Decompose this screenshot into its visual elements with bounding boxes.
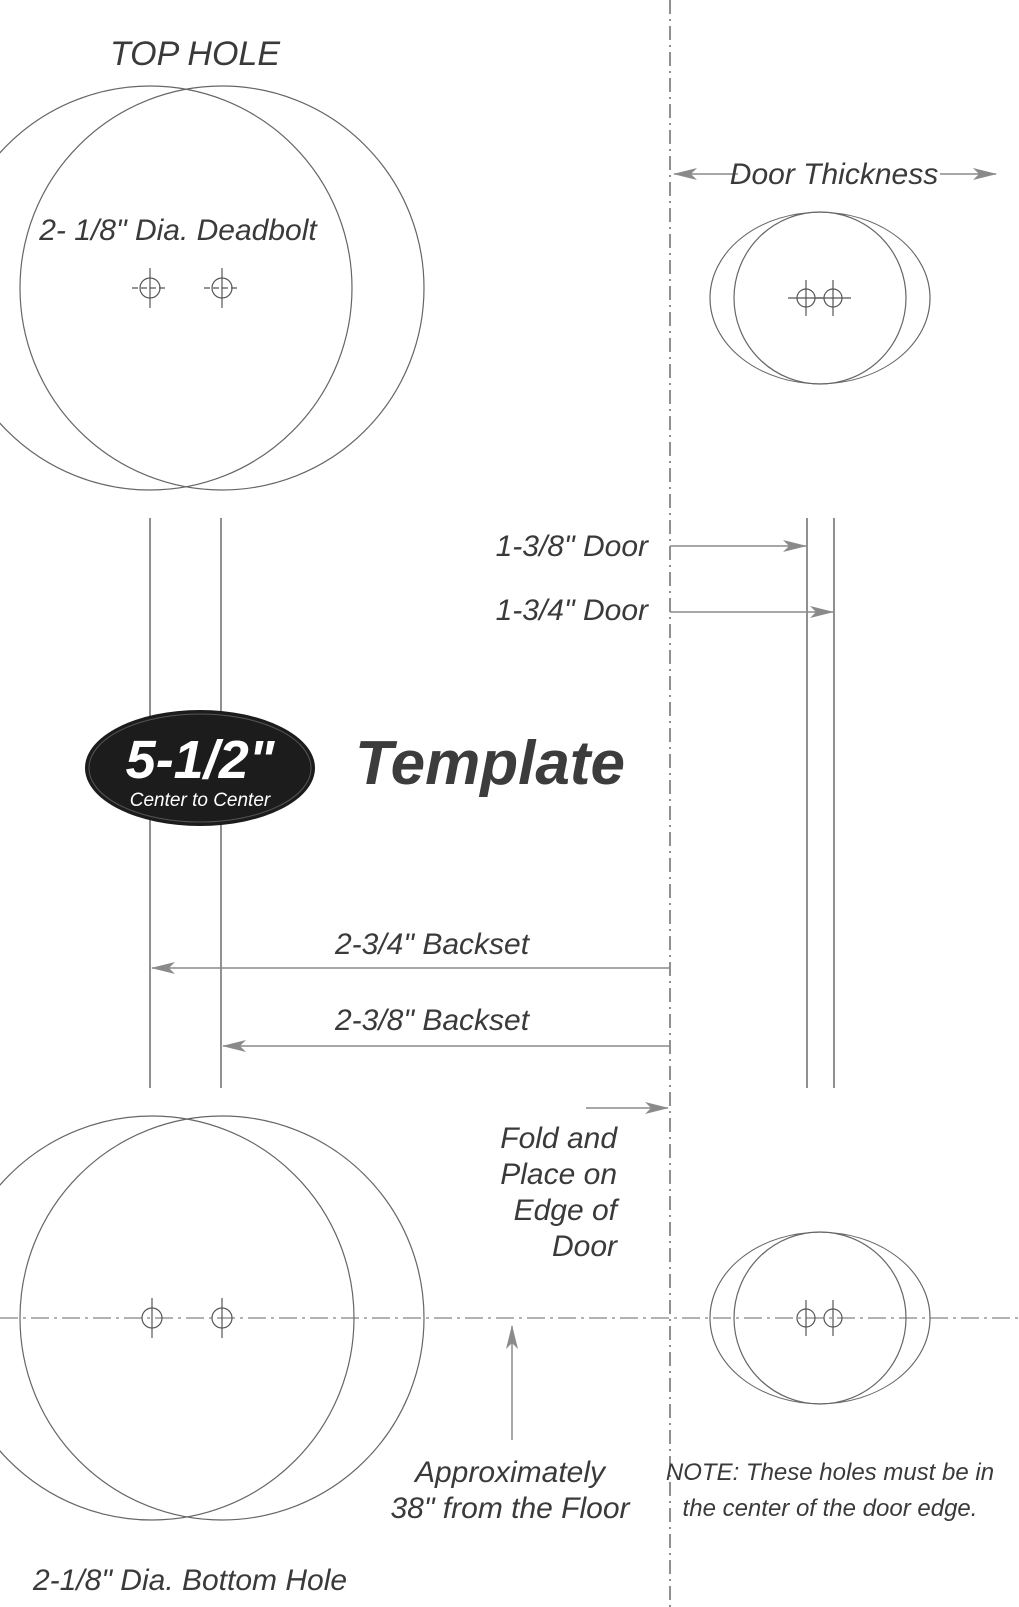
bottom-hole-circle-left xyxy=(0,1115,355,1521)
top-hole-label: TOP HOLE xyxy=(110,35,280,73)
edge-hole-top-inner xyxy=(733,211,907,385)
fold-line-1: Fold and xyxy=(500,1122,618,1155)
top-crosshair-left xyxy=(132,268,168,308)
top-hole-circles xyxy=(0,85,425,491)
backset-2-3-4-label: 2-3/4" Backset xyxy=(334,928,531,961)
bottom-crosshair-right xyxy=(211,1298,233,1338)
edge-hole-top-circles xyxy=(709,211,931,385)
bottom-hole-circle-right xyxy=(19,1115,425,1521)
top-crosshair-right xyxy=(204,268,240,308)
fold-line-4: Door xyxy=(552,1230,618,1263)
top-hole-circle-left xyxy=(0,85,353,491)
edge-hole-bottom-circles xyxy=(709,1231,931,1405)
deadbolt-label: 2- 1/8" Dia. Deadbolt xyxy=(38,214,318,247)
badge-main-text: 5-1/2" xyxy=(126,730,276,790)
door-1-3-4-label: 1-3/4" Door xyxy=(496,594,649,627)
badge-sub-text: Center to Center xyxy=(130,790,271,811)
backset-2-3-8-label: 2-3/8" Backset xyxy=(334,1004,531,1037)
approx-line-1: Approximately xyxy=(413,1456,607,1489)
edge-bottom-crosshair-left xyxy=(796,1300,816,1336)
door-thickness-label: Door Thickness xyxy=(730,158,938,191)
center-to-center-badge: 5-1/2" Center to Center xyxy=(85,710,315,826)
bottom-hole-label: 2-1/8" Dia. Bottom Hole xyxy=(32,1564,347,1597)
height-note: Approximately 38" from the Floor xyxy=(390,1456,630,1525)
fold-instructions: Fold and Place on Edge of Door xyxy=(500,1122,619,1263)
door-1-3-8-label: 1-3/8" Door xyxy=(496,530,649,563)
edge-hole-bottom-inner xyxy=(733,1231,907,1405)
edge-top-crosshair-right xyxy=(815,280,851,316)
approx-line-2: 38" from the Floor xyxy=(390,1492,630,1525)
fold-line-2: Place on xyxy=(500,1158,617,1191)
template-title: Template xyxy=(355,729,625,798)
note-line-2: the center of the door edge. xyxy=(683,1495,978,1522)
note-line-1: NOTE: These holes must be in xyxy=(666,1459,994,1486)
bottom-crosshair-left xyxy=(141,1298,163,1338)
edge-bottom-crosshair-right xyxy=(823,1300,843,1336)
top-hole-circle-right xyxy=(19,85,425,491)
fold-line-3: Edge of xyxy=(514,1194,620,1227)
centering-note: NOTE: These holes must be in the center … xyxy=(666,1459,994,1522)
